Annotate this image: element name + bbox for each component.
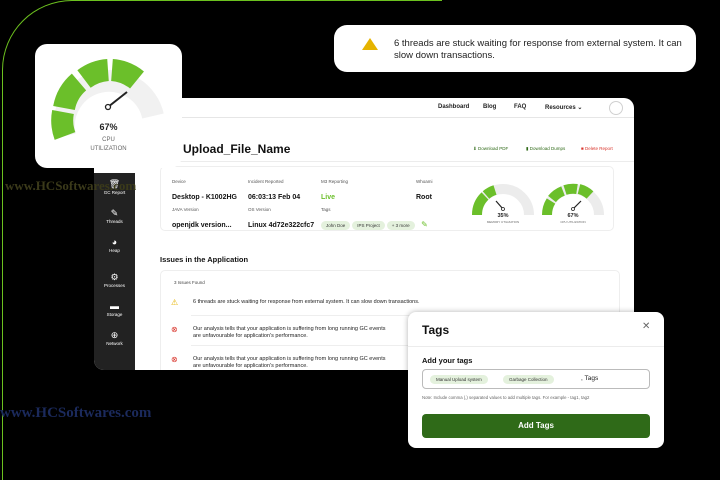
title-divider bbox=[149, 161, 634, 162]
globe-icon: ⊕ bbox=[110, 330, 119, 340]
delete-report-button[interactable]: ■ Delete Report bbox=[581, 146, 613, 151]
delete-icon: ■ bbox=[581, 146, 585, 151]
add-tags-button[interactable]: Add Tags bbox=[422, 414, 650, 438]
nav-dashboard[interactable]: Dashboard bbox=[438, 104, 470, 110]
cpu-gauge-dial bbox=[541, 183, 604, 216]
warning-triangle-icon bbox=[362, 38, 378, 50]
error-icon: ⊗ bbox=[171, 355, 178, 364]
sidebar-item-threads[interactable]: ✎ Threads bbox=[94, 208, 135, 224]
tag-chip[interactable]: John Doe bbox=[321, 221, 351, 230]
tag-chip[interactable]: Manual Upload system bbox=[430, 375, 488, 384]
tag-chip[interactable]: IPS Project bbox=[352, 221, 385, 230]
tags-typed-value: , Tags bbox=[581, 375, 599, 382]
modal-title: Tags bbox=[422, 323, 450, 337]
report-info-card: Device Desktop - K1002HG Incident Report… bbox=[160, 166, 614, 231]
tags-field-label: Add your tags bbox=[422, 356, 473, 365]
page-title: Upload_File_Name bbox=[183, 142, 291, 156]
sidebar-item-heap[interactable]: ◕ Heap bbox=[94, 237, 135, 253]
memory-gauge-dial bbox=[472, 184, 534, 216]
field-java-version: JAVA Version openjdk version... bbox=[172, 207, 232, 229]
trash-icon: 🗑 bbox=[108, 179, 121, 189]
modal-divider bbox=[408, 346, 664, 347]
nav-faq[interactable]: FAQ bbox=[514, 104, 527, 110]
tags-modal: Tags ✕ Add your tags Manual Upload syste… bbox=[408, 312, 664, 448]
nav-resources[interactable]: Resources ⌄ bbox=[545, 105, 583, 111]
sidebar-item-storage[interactable]: ▬ Storage bbox=[94, 301, 135, 317]
sidebar-item-network[interactable]: ⊕ Network bbox=[94, 330, 135, 346]
more-tags-chip[interactable]: + 3 more bbox=[386, 221, 415, 230]
file-icon: ▮ bbox=[526, 146, 530, 151]
decorative-green-arc bbox=[2, 0, 442, 480]
close-icon[interactable]: ✕ bbox=[642, 321, 651, 332]
memory-gauge: 35% MEMORY UTILIZATION bbox=[471, 175, 535, 233]
pie-chart-icon: ◕ bbox=[111, 237, 118, 247]
issues-card: 3 Issues Found ⚠ 6 threads are stuck wai… bbox=[160, 270, 620, 370]
issues-count: 3 Issues Found bbox=[174, 280, 205, 285]
download-icon: ⬇ bbox=[473, 146, 479, 151]
cpu-gauge-large bbox=[51, 59, 164, 140]
download-dumps-button[interactable]: ▮ Download Dumps bbox=[526, 146, 566, 151]
gears-icon: ⚙ bbox=[110, 272, 119, 282]
field-whoami: Whoami Root bbox=[416, 179, 433, 201]
cpu-value: 67% bbox=[99, 122, 118, 132]
field-incident-reported: Incident Reported 06:03:13 Feb 04 bbox=[248, 179, 301, 201]
issues-section-title: Issues in the Application bbox=[160, 255, 249, 264]
threads-icon: ✎ bbox=[110, 208, 119, 218]
issue-divider bbox=[191, 315, 441, 316]
field-os-version: OS Version Linux 4d72e322cfc7 bbox=[248, 207, 315, 229]
warning-icon: ⚠ bbox=[171, 298, 179, 307]
error-icon: ⊗ bbox=[171, 325, 178, 334]
download-pdf-button[interactable]: ⬇ Download PDF bbox=[473, 146, 509, 151]
folder-icon: ▬ bbox=[110, 301, 119, 311]
issue-divider bbox=[191, 345, 441, 346]
alert-toast: 6 threads are stuck waiting for response… bbox=[334, 25, 696, 72]
app-window: Dashboard Blog FAQ Resources ⌄ 🗑 GC Repo… bbox=[94, 98, 634, 370]
field-m3-reporting: M3 Reporting Live bbox=[321, 179, 349, 201]
field-device: Device Desktop - K1002HG bbox=[172, 179, 237, 201]
top-navigation: Dashboard Blog FAQ Resources ⌄ bbox=[94, 98, 634, 118]
nav-blog[interactable]: Blog bbox=[483, 104, 497, 110]
sidebar-item-gc-report[interactable]: 🗑 GC Report bbox=[94, 179, 135, 195]
alert-message: 6 threads are stuck waiting for response… bbox=[394, 38, 682, 61]
tags-note: Note: Include comma (,) separated values… bbox=[422, 395, 590, 400]
cpu-gauge: 67% CPU UTILIZATION bbox=[541, 175, 605, 233]
sidebar-item-processes[interactable]: ⚙ Processes bbox=[94, 272, 135, 288]
tags-input[interactable]: Manual Upload system Garbage Collection … bbox=[422, 369, 650, 389]
user-avatar[interactable] bbox=[609, 101, 623, 115]
edit-tags-icon[interactable]: ✎ bbox=[421, 220, 428, 229]
tag-chip[interactable]: Garbage Collection bbox=[503, 375, 554, 384]
sidebar: 🗑 GC Report ✎ Threads ◕ Heap ⚙ Processes… bbox=[94, 173, 135, 370]
